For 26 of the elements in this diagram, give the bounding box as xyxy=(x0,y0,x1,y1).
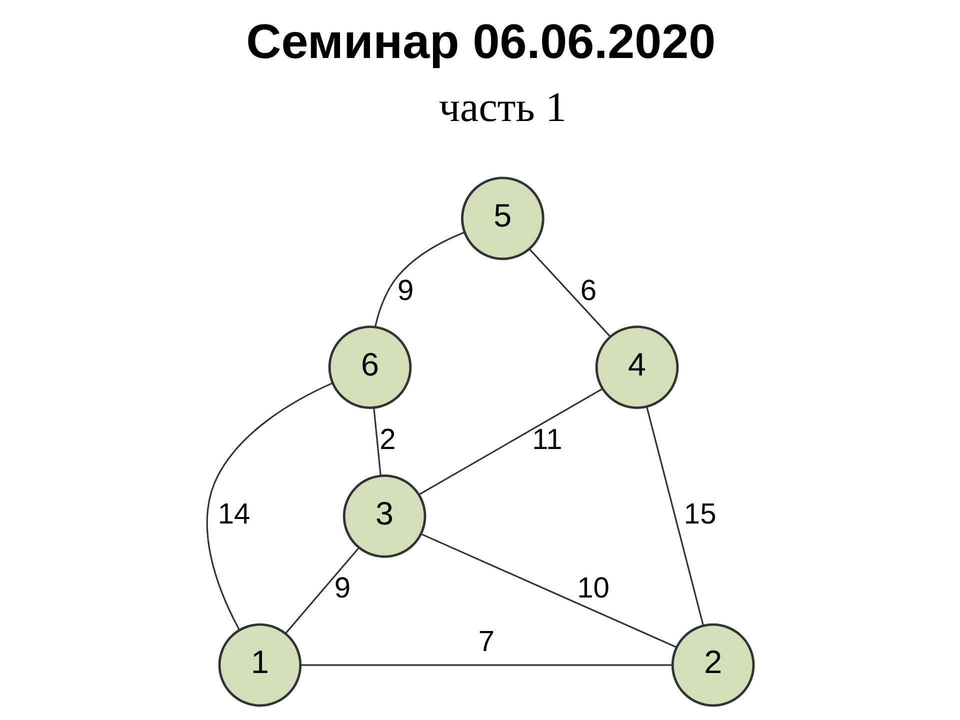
node-circle: 1 xyxy=(218,623,302,707)
edge-label: 15 xyxy=(684,498,716,530)
node-circle: 5 xyxy=(461,176,544,260)
connector xyxy=(206,382,333,630)
connector xyxy=(285,547,360,634)
edge-label: 7 xyxy=(478,626,495,658)
node-circle: 3 xyxy=(342,474,426,558)
connector xyxy=(373,408,382,476)
connector xyxy=(646,406,704,626)
edge-label: 2 xyxy=(380,424,396,456)
diagram-title: Семинар 06.06.2020 xyxy=(246,15,716,70)
connector xyxy=(418,388,603,496)
edge-label: 6 xyxy=(580,274,597,307)
node-circle: 2 xyxy=(671,623,755,707)
edge-label: 14 xyxy=(218,498,250,530)
edge-label: 9 xyxy=(334,572,351,605)
edge-label: 11 xyxy=(532,424,562,456)
connector xyxy=(374,232,465,328)
connector xyxy=(529,248,611,338)
node-circle: 4 xyxy=(595,326,679,409)
connector xyxy=(420,533,677,648)
edge-label: 9 xyxy=(397,274,414,307)
label: часть 1 xyxy=(438,84,566,131)
node-circle: 6 xyxy=(328,326,412,409)
edge-label: 10 xyxy=(577,572,610,605)
connector xyxy=(300,664,672,666)
